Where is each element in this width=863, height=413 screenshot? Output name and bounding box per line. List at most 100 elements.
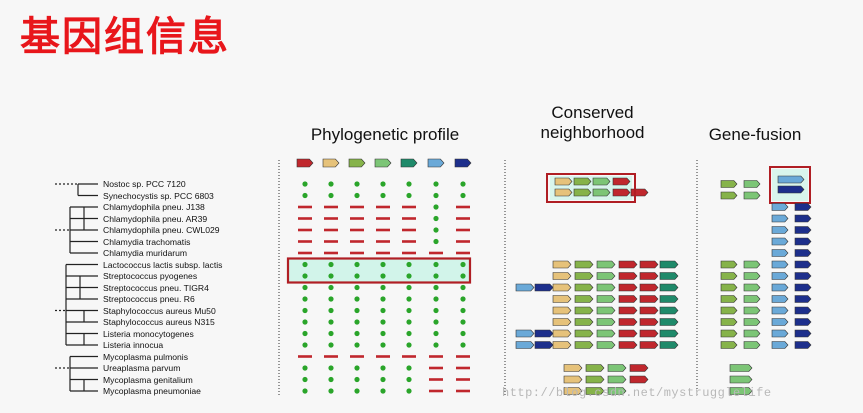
gene-arrow bbox=[639, 272, 659, 280]
presence-dot bbox=[433, 273, 439, 279]
phylogenetic-profile-title: Phylogenetic profile bbox=[310, 125, 460, 144]
presence-dot bbox=[406, 284, 412, 291]
species-label: Chlamydia muridarum bbox=[103, 248, 188, 258]
gene-arrow bbox=[573, 177, 592, 186]
presence-dot bbox=[433, 215, 439, 222]
gene-arrow bbox=[596, 272, 616, 280]
gene-arrow bbox=[743, 295, 761, 303]
presence-dot bbox=[302, 388, 308, 394]
presence-dot bbox=[380, 319, 386, 325]
presence-dot bbox=[328, 376, 334, 383]
gene-arrow bbox=[794, 272, 812, 280]
presence-dot bbox=[433, 192, 439, 199]
absence-dash bbox=[350, 205, 364, 209]
presence-dot bbox=[380, 342, 386, 348]
absence-dash bbox=[298, 228, 312, 232]
presence-dot bbox=[460, 273, 466, 279]
gene-arrow bbox=[563, 364, 583, 372]
fusion-highlight-fill bbox=[772, 169, 808, 201]
conserved-neighborhood-panel bbox=[515, 173, 679, 395]
gene-arrow bbox=[771, 226, 789, 234]
presence-dot bbox=[354, 273, 360, 279]
gene-arrow bbox=[534, 341, 554, 349]
presence-dot bbox=[328, 181, 334, 187]
highlight-fill bbox=[289, 259, 469, 282]
absence-dash bbox=[298, 355, 312, 358]
presence-dot bbox=[328, 192, 334, 199]
absence-dash bbox=[324, 228, 338, 232]
presence-dot bbox=[354, 181, 360, 187]
gene-arrow bbox=[659, 283, 679, 292]
presence-dot bbox=[354, 319, 360, 325]
gene-arrow bbox=[794, 237, 812, 246]
gene-arrow bbox=[630, 188, 649, 197]
presence-dot bbox=[406, 388, 412, 394]
absence-dash bbox=[456, 240, 470, 243]
presence-dot bbox=[406, 307, 412, 314]
presence-dot bbox=[433, 307, 439, 314]
presence-dot bbox=[406, 330, 412, 337]
species-label: Chlamydophila pneu. CWL029 bbox=[103, 225, 220, 235]
gene-arrow bbox=[585, 364, 605, 372]
profile-header-gene bbox=[348, 158, 366, 168]
gene-arrow bbox=[596, 318, 616, 326]
species-label: Lactococcus lactis subsp. lactis bbox=[103, 259, 223, 270]
gene-arrow bbox=[574, 272, 594, 280]
phylogenetic-tree bbox=[55, 183, 98, 392]
presence-dot bbox=[433, 238, 439, 245]
gene-arrow bbox=[659, 318, 679, 326]
absence-dash bbox=[350, 240, 364, 243]
presence-dot bbox=[406, 319, 412, 325]
presence-dot bbox=[328, 330, 334, 337]
absence-dash bbox=[402, 355, 416, 358]
absence-dash bbox=[402, 240, 416, 243]
presence-dot bbox=[354, 284, 360, 291]
presence-dot bbox=[302, 330, 308, 337]
absence-dash bbox=[324, 205, 338, 209]
gene-arrow bbox=[618, 260, 638, 269]
gene-arrow bbox=[720, 283, 738, 292]
gene-arrow bbox=[552, 260, 572, 269]
species-label: Staphylococcus aureus Mu50 bbox=[103, 305, 216, 316]
absence-dash bbox=[456, 389, 470, 393]
presence-dot bbox=[406, 365, 412, 371]
gene-arrow bbox=[534, 283, 554, 292]
presence-dot bbox=[433, 261, 439, 268]
presence-dot bbox=[380, 273, 386, 279]
absence-dash bbox=[298, 205, 312, 209]
gene-arrow bbox=[618, 318, 638, 326]
presence-dot bbox=[406, 181, 412, 187]
presence-dot bbox=[328, 296, 334, 302]
absence-dash bbox=[456, 217, 470, 220]
presence-dot bbox=[302, 365, 308, 371]
presence-dot bbox=[302, 376, 308, 383]
presence-dot bbox=[380, 307, 386, 314]
species-label: Mycoplasma pneumoniae bbox=[103, 386, 201, 396]
presence-dot bbox=[302, 273, 308, 279]
profile-header-gene bbox=[374, 158, 392, 168]
absence-dash bbox=[298, 251, 312, 255]
presence-dot bbox=[460, 330, 466, 337]
species-label: Mycoplasma pulmonis bbox=[103, 351, 189, 362]
gene-arrow bbox=[771, 237, 789, 246]
absence-dash bbox=[456, 366, 470, 370]
absence-dash bbox=[429, 378, 443, 381]
gene-arrow bbox=[592, 188, 611, 197]
species-label: Streptococcus pneu. R6 bbox=[103, 294, 195, 304]
gene-arrow bbox=[552, 341, 572, 349]
gene-arrow bbox=[720, 306, 738, 315]
presence-dot bbox=[380, 388, 386, 394]
presence-dot bbox=[302, 296, 308, 302]
profile-header-gene bbox=[454, 158, 472, 168]
gene-arrow bbox=[720, 272, 738, 280]
gene-arrow bbox=[563, 375, 583, 384]
species-label: Streptococcus pneu. TIGR4 bbox=[103, 282, 209, 293]
profile-header-gene bbox=[427, 158, 445, 168]
species-label: Chlamydia trachomatis bbox=[103, 236, 191, 247]
presence-dot bbox=[328, 261, 334, 268]
species-label: Listeria monocytogenes bbox=[103, 328, 194, 339]
conserved-neighborhood-title: Conserved neighborhood bbox=[515, 103, 670, 143]
gene-arrow bbox=[639, 306, 659, 315]
gene-arrow bbox=[771, 214, 789, 223]
